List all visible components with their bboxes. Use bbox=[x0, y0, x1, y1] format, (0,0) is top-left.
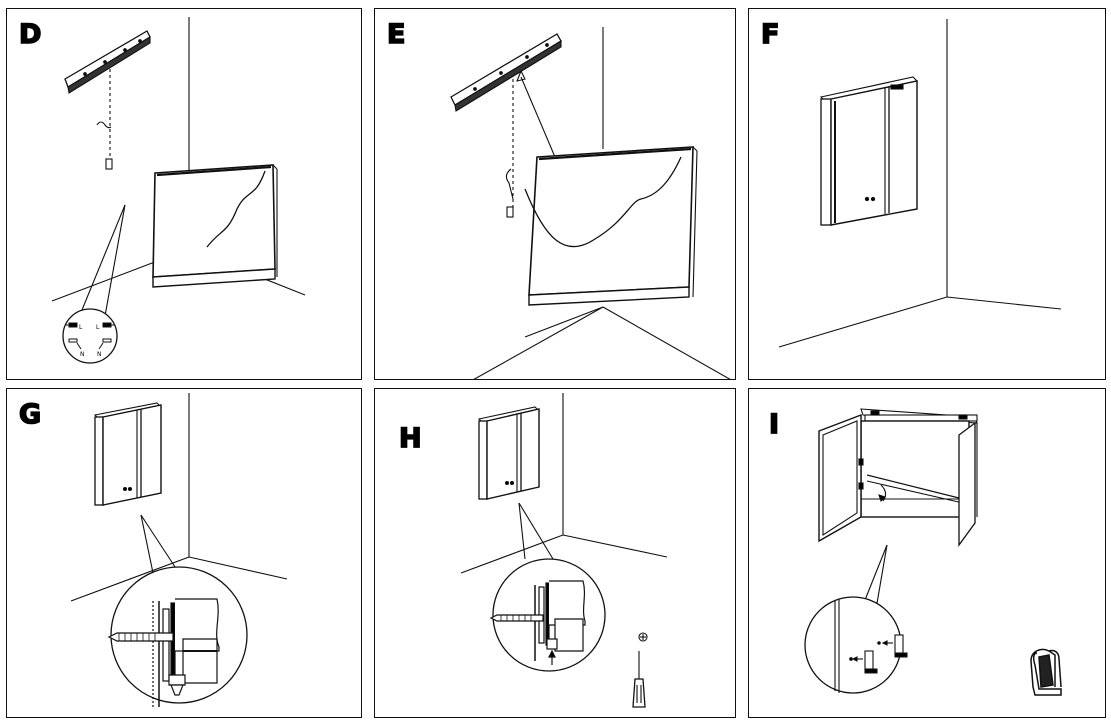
mounting-bracket bbox=[450, 33, 562, 112]
step-g-illustration bbox=[70, 393, 288, 707]
arrow-up-icon bbox=[516, 69, 526, 82]
floor-line-left bbox=[473, 306, 604, 379]
step-h-illustration bbox=[460, 393, 668, 708]
open-door-right bbox=[958, 421, 976, 547]
cabinet-box bbox=[152, 164, 278, 288]
step-d-illustration: L L N N bbox=[51, 17, 306, 364]
terminal-label-l: L bbox=[79, 324, 83, 331]
plug-icon bbox=[506, 206, 514, 218]
power-cable bbox=[524, 156, 682, 248]
screw-fixing-detail bbox=[489, 580, 586, 665]
mirror-cabinet-closed bbox=[819, 76, 919, 226]
mirror-cabinet-closed bbox=[477, 406, 541, 500]
step-label-d: D bbox=[18, 19, 42, 50]
screw-icon bbox=[489, 614, 544, 622]
step-label-e: E bbox=[386, 19, 406, 50]
step-i-panel: I bbox=[748, 388, 1106, 718]
power-cable bbox=[206, 170, 266, 248]
floor-line-right bbox=[946, 296, 1062, 310]
step-d-panel: D bbox=[6, 8, 362, 380]
floor-line-left bbox=[778, 296, 948, 348]
floor-line-right bbox=[602, 306, 731, 379]
terminal-label-n2: N bbox=[97, 351, 102, 358]
step-i-illustration bbox=[804, 408, 1062, 696]
glass-shelf bbox=[866, 474, 964, 500]
step-label-h: H bbox=[398, 423, 422, 454]
terminal-label-l2: L bbox=[96, 324, 100, 331]
step-h-panel: H bbox=[374, 388, 736, 718]
mirror-cabinet-open bbox=[818, 408, 978, 547]
arrow-line bbox=[520, 76, 556, 158]
screwdriver-icon bbox=[632, 632, 648, 708]
wiring-terminals bbox=[65, 322, 115, 350]
mirror-cabinet-closed bbox=[93, 402, 163, 506]
rotate-arrow-icon bbox=[880, 484, 887, 502]
floor-line-left bbox=[70, 556, 190, 602]
screw-fixing-detail bbox=[107, 598, 220, 707]
step-label-g: G bbox=[18, 399, 42, 430]
shelf-support-clip-icon bbox=[1030, 648, 1062, 696]
plug-icon bbox=[105, 158, 113, 170]
step-label-i: I bbox=[768, 409, 780, 440]
shelf-clip-detail bbox=[834, 599, 908, 693]
floor-line-left bbox=[460, 534, 564, 574]
wire-curl bbox=[96, 121, 112, 129]
touch-button-icon bbox=[864, 196, 870, 202]
step-e-illustration bbox=[450, 27, 731, 379]
mounting-bracket bbox=[64, 30, 151, 94]
terminal-label-n: N bbox=[80, 351, 85, 358]
step-e-panel: E bbox=[374, 8, 736, 380]
wire-curl bbox=[505, 168, 514, 200]
floor-line-right bbox=[562, 534, 668, 558]
cabinet-box bbox=[524, 146, 698, 306]
floor-line-right bbox=[188, 556, 288, 580]
step-g-panel: G bbox=[6, 388, 362, 718]
step-f-panel: F bbox=[748, 8, 1106, 380]
wiring-detail-circle bbox=[62, 308, 118, 364]
step-f-illustration bbox=[778, 19, 1062, 348]
arrow-up-icon bbox=[548, 649, 556, 658]
step-label-f: F bbox=[760, 19, 780, 50]
